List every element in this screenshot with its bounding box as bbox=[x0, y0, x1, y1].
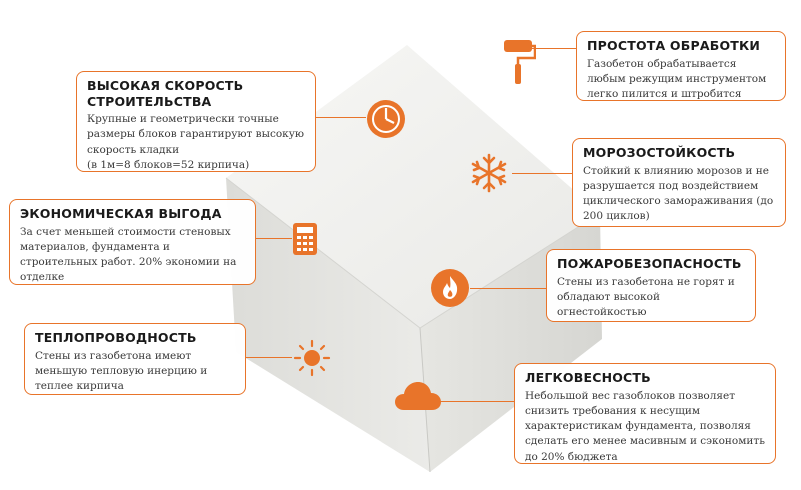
block-top-face bbox=[226, 45, 600, 328]
feature-text: За счет меньшей стоимости стеновых матер… bbox=[20, 225, 237, 284]
feature-economy: ЭКОНОМИЧЕСКАЯ ВЫГОДА За счет меньшей сто… bbox=[9, 199, 256, 285]
block-left-face bbox=[226, 178, 430, 472]
feature-processing: ПРОСТОТА ОБРАБОТКИ Газобетон обрабатывае… bbox=[576, 31, 786, 101]
feature-text: Небольшой вес газоблоков позволяет снизи… bbox=[525, 389, 765, 463]
connector-line bbox=[532, 48, 576, 49]
feature-speed: ВЫСОКАЯ СКОРОСТЬ СТРОИТЕЛЬСТВА Крупные и… bbox=[76, 71, 316, 172]
connector-line bbox=[246, 357, 292, 358]
connector-line bbox=[440, 401, 514, 402]
feature-title: ВЫСОКАЯ СКОРОСТЬ СТРОИТЕЛЬСТВА bbox=[87, 78, 244, 109]
feature-light: ЛЕГКОВЕСНОСТЬ Небольшой вес газоблоков п… bbox=[514, 363, 776, 464]
feature-title: ЭКОНОМИЧЕСКАЯ ВЫГОДА bbox=[20, 206, 222, 221]
stopwatch-icon bbox=[367, 100, 405, 138]
feature-text: Крупные и геометрически точные размеры б… bbox=[87, 113, 305, 171]
feature-title: ЛЕГКОВЕСНОСТЬ bbox=[525, 370, 651, 385]
calculator-icon bbox=[293, 223, 317, 255]
feature-text: Стены из газобетона не горят и обладают … bbox=[557, 275, 735, 319]
feature-title: ПОЖАРОБЕЗОПАСНОСТЬ bbox=[557, 256, 742, 271]
flame-icon bbox=[431, 269, 469, 307]
paint-roller-icon bbox=[504, 40, 536, 84]
feature-text: Стойкий к влиянию морозов и не разрушает… bbox=[583, 164, 774, 223]
feature-thermal: ТЕПЛОПРОВОДНОСТЬ Стены из газобетона име… bbox=[24, 323, 246, 395]
cloud-icon bbox=[395, 382, 441, 410]
sun-icon bbox=[293, 339, 331, 377]
feature-text: Газобетон обрабатывается любым режущим и… bbox=[587, 57, 767, 101]
feature-frost: МОРОЗОСТОЙКОСТЬ Стойкий к влиянию морозо… bbox=[572, 138, 786, 227]
feature-title: МОРОЗОСТОЙКОСТЬ bbox=[583, 145, 736, 160]
connector-line bbox=[256, 238, 292, 239]
connector-line bbox=[470, 288, 546, 289]
snowflake-icon bbox=[471, 153, 507, 193]
connector-line bbox=[512, 173, 572, 174]
connector-line bbox=[316, 117, 366, 118]
feature-title: ТЕПЛОПРОВОДНОСТЬ bbox=[35, 330, 197, 345]
feature-text: Стены из газобетона имеют меньшую теплов… bbox=[35, 349, 208, 393]
feature-fire: ПОЖАРОБЕЗОПАСНОСТЬ Стены из газобетона н… bbox=[546, 249, 756, 322]
feature-title: ПРОСТОТА ОБРАБОТКИ bbox=[587, 38, 761, 53]
